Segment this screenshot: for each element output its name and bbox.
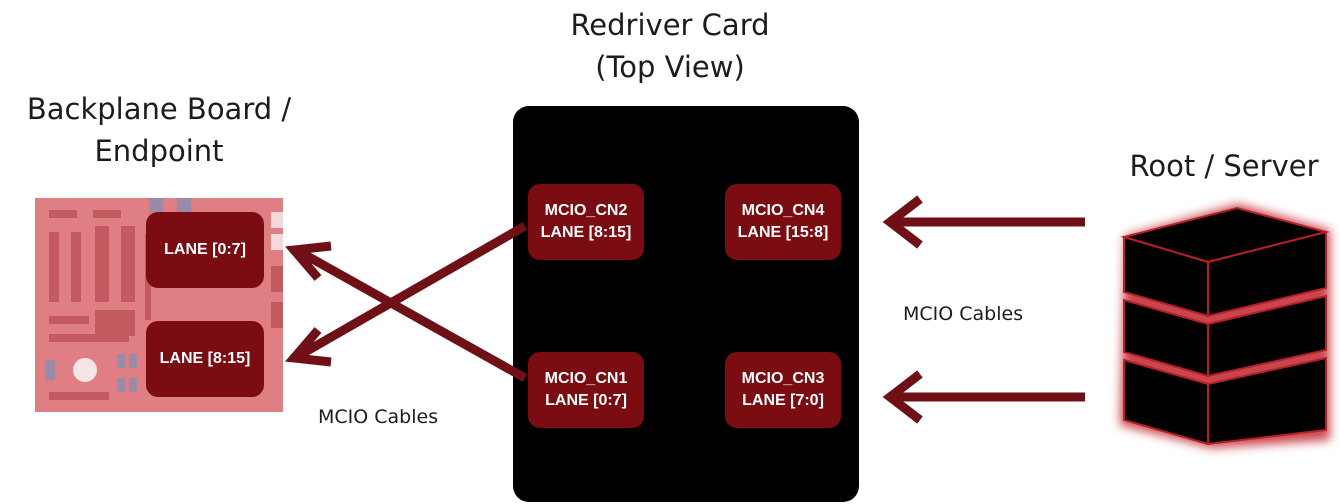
connector-name: MCIO_CN2 (544, 202, 628, 219)
root-server-title: Root / Server (1129, 149, 1319, 183)
cable-cn2-to-lane-8-15 (285, 222, 528, 367)
backplane-lane-0-7: LANE [0:7] (146, 212, 264, 288)
connector-mcio-cn1: MCIO_CN1 LANE [0:7] (528, 352, 644, 428)
arrow-server-to-cn4 (882, 195, 1085, 249)
connector-name: MCIO_CN4 (741, 202, 825, 219)
backplane-lane-8-15: LANE [8:15] (146, 321, 264, 397)
connector-mcio-cn3: MCIO_CN3 LANE [7:0] (725, 352, 841, 428)
connector-name: MCIO_CN1 (544, 370, 628, 387)
cable-cn1-to-lane-0-7 (285, 241, 528, 382)
arrow-server-to-cn3 (882, 370, 1085, 424)
connector-mcio-cn2: MCIO_CN2 LANE [8:15] (528, 184, 644, 260)
connector-lanes: LANE [0:7] (545, 392, 627, 409)
server-stack-icon (1120, 204, 1330, 448)
connector-lanes: LANE [8:15] (540, 224, 632, 241)
redriver-card (513, 106, 859, 502)
mcio-cables-label-right: MCIO Cables (903, 303, 1024, 325)
connector-lanes: LANE [15:8] (737, 224, 829, 241)
mcio-cables-label-left: MCIO Cables (318, 406, 439, 428)
connector-lanes: LANE [7:0] (742, 392, 824, 409)
redriver-card-title: Redriver Card (Top View) (570, 8, 770, 84)
connector-mcio-cn4: MCIO_CN4 LANE [15:8] (725, 184, 841, 260)
backplane-title: Backplane Board / Endpoint (26, 92, 292, 168)
connector-name: MCIO_CN3 (741, 370, 825, 387)
